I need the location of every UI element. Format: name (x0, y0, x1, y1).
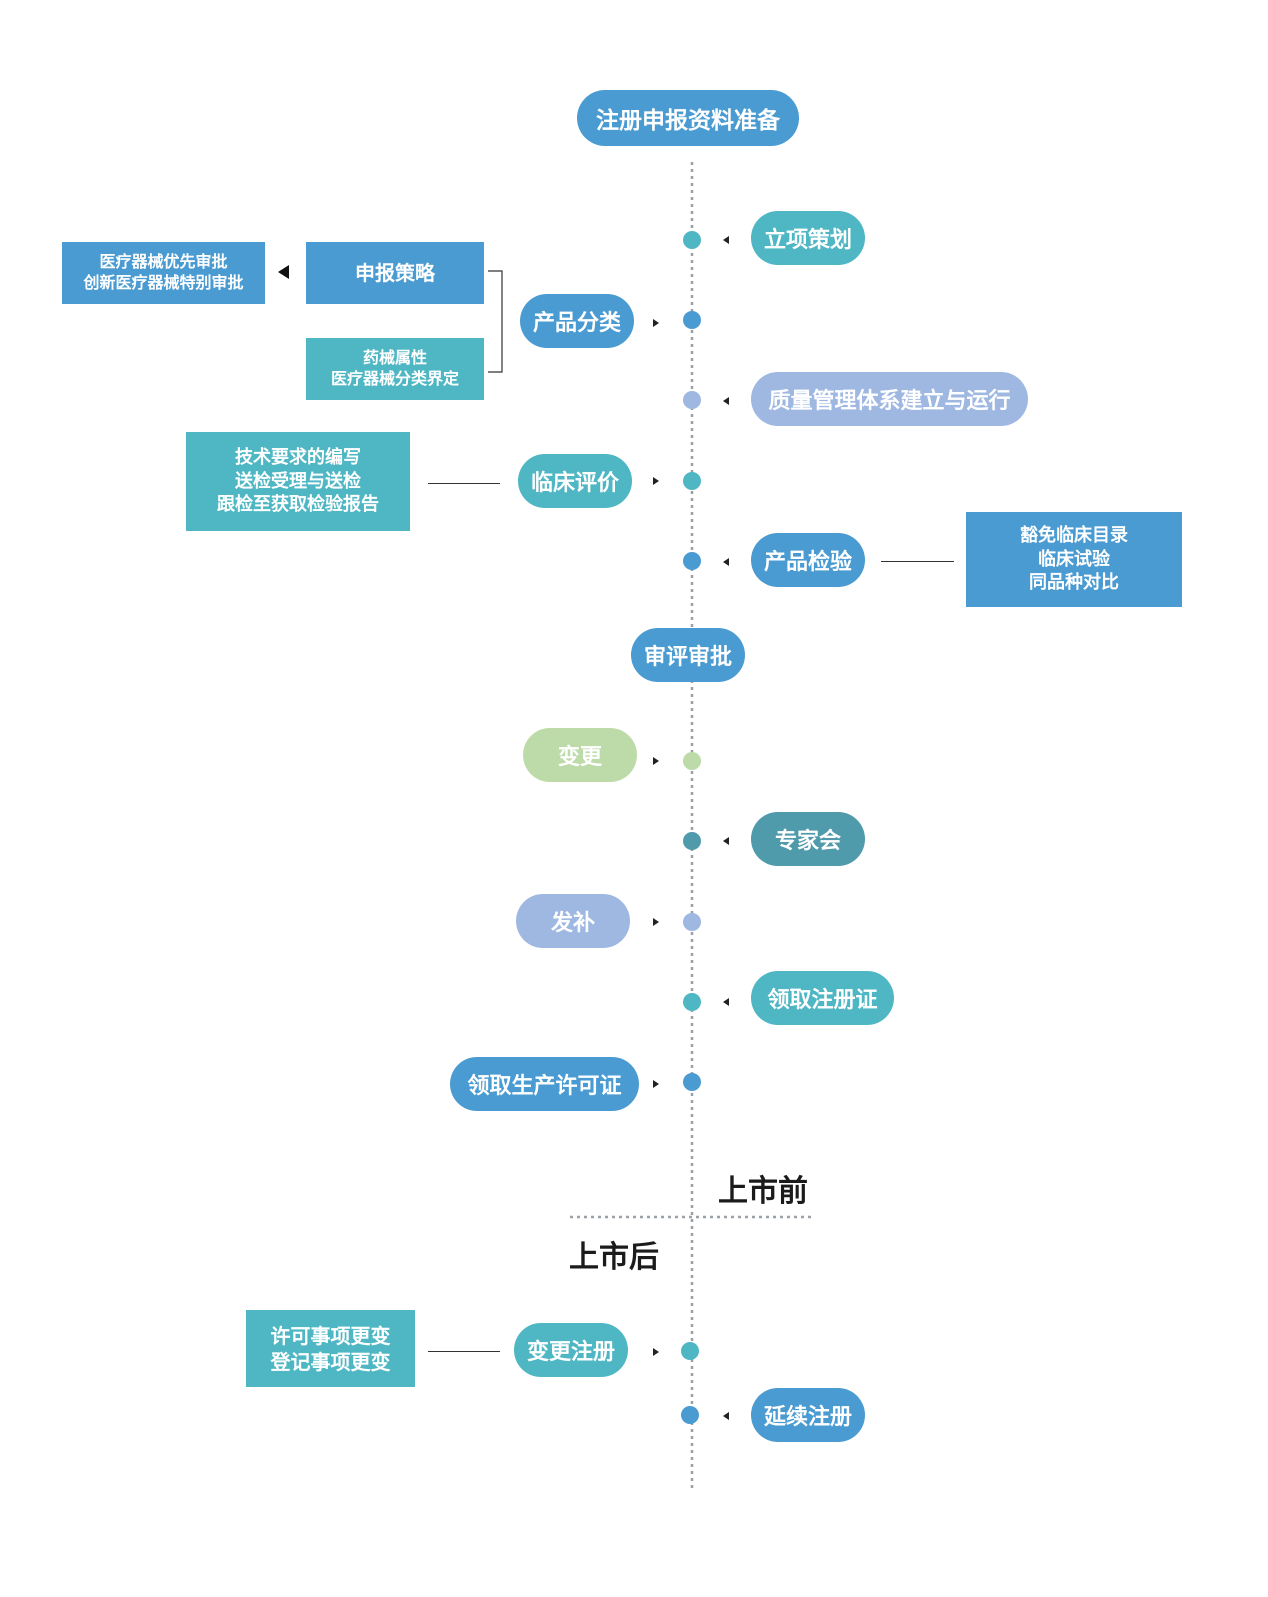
arrow-right-icon (653, 477, 659, 485)
timeline-dot-lingqu-shengchan (683, 1073, 701, 1091)
step-linchuang-pingjia: 临床评价 (518, 454, 632, 508)
box-tech-req: 技术要求的编写 送检受理与送检 跟检至获取检验报告 (186, 432, 410, 531)
timeline-dot-lixiang (683, 231, 701, 249)
title-pill: 注册申报资料准备 (577, 90, 799, 146)
timeline-dot-biangeng-zhuce (681, 1342, 699, 1360)
box-clinical-line-2: 临床试验 (1038, 548, 1110, 570)
connector-tech-req (428, 483, 500, 484)
arrow-left-icon (723, 558, 729, 566)
step-chanpin-jianyan: 产品检验 (751, 533, 865, 587)
step-lixiang: 立项策划 (751, 211, 865, 265)
bracket-connector (488, 270, 503, 373)
box-change-items-line-1: 许可事项更变 (270, 1323, 391, 1348)
step-biangeng: 变更 (523, 728, 637, 782)
box-priority: 医疗器械优先审批 创新医疗器械特别审批 (62, 242, 265, 304)
connector-change-items (428, 1351, 500, 1352)
box-clinical-line-1: 豁免临床目录 (1020, 525, 1128, 547)
box-drug-device: 药械属性 医疗器械分类界定 (306, 338, 484, 400)
timeline-dot-linchuang (683, 472, 701, 490)
box-drug-device-line-1: 药械属性 (362, 348, 427, 368)
stage-after-market: 上市后 (569, 1240, 659, 1275)
step-yanxu-zhuce: 延续注册 (751, 1388, 865, 1442)
arrow-right-icon (653, 1348, 659, 1356)
arrow-left-icon (723, 397, 729, 405)
box-priority-line-2: 创新医疗器械特别审批 (83, 273, 244, 292)
step-fabu: 发补 (516, 894, 630, 948)
connector-clinical (881, 561, 954, 562)
arrow-left-icon (723, 1412, 729, 1420)
box-shenbao-celue-label: 申报策略 (355, 261, 435, 285)
timeline-dot-zhiliang (683, 391, 701, 409)
step-zhiliang: 质量管理体系建立与运行 (751, 372, 1028, 426)
box-change-items-line-2: 登记事项更变 (270, 1349, 391, 1374)
arrow-right-icon (653, 1080, 659, 1088)
timeline-dot-biangeng (683, 752, 701, 770)
stage-before-market: 上市前 (718, 1174, 808, 1209)
timeline-dot-chanpin-fenlei (683, 311, 701, 329)
timeline-dot-yanxu-zhuce (681, 1406, 699, 1424)
timeline-dot-lingqu-zhuce (683, 993, 701, 1011)
timeline-dot-chanpin-jianyan (683, 552, 701, 570)
step-chanpin-fenlei: 产品分类 (520, 294, 634, 348)
timeline-dot-fabu (683, 913, 701, 931)
arrow-left-icon (723, 236, 729, 244)
arrow-right-icon (653, 757, 659, 765)
arrow-left-icon (723, 837, 729, 845)
box-shenbao-celue: 申报策略 (306, 242, 484, 304)
box-clinical-line-3: 同品种对比 (1029, 572, 1119, 594)
box-priority-line-1: 医疗器械优先审批 (99, 252, 228, 272)
step-zhuanjiahui: 专家会 (751, 812, 865, 866)
step-lingqu-zhuce: 领取注册证 (751, 971, 894, 1025)
box-tech-req-line-1: 技术要求的编写 (235, 447, 361, 469)
step-lingqu-shengchan: 领取生产许可证 (450, 1057, 639, 1111)
arrow-left-icon (723, 998, 729, 1006)
box-change-items: 许可事项更变 登记事项更变 (246, 1310, 415, 1387)
box-drug-device-line-2: 医疗器械分类界定 (330, 369, 459, 388)
review-pill: 审评审批 (631, 628, 745, 682)
arrow-left-large-icon (278, 265, 289, 279)
box-tech-req-line-3: 跟检至获取检验报告 (217, 494, 379, 516)
arrow-right-icon (653, 918, 659, 926)
timeline-dot-zhuanjiahui (683, 832, 701, 850)
step-biangeng-zhuce: 变更注册 (514, 1323, 628, 1377)
box-tech-req-line-2: 送检受理与送检 (235, 470, 361, 492)
arrow-right-icon (653, 319, 659, 327)
box-clinical: 豁免临床目录 临床试验 同品种对比 (966, 512, 1182, 607)
